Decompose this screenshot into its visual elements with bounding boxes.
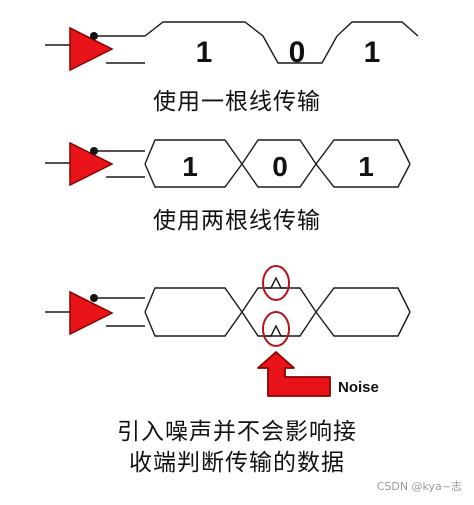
- panel-noise: Noise: [45, 265, 411, 397]
- panel-single-wire: 1 0 1: [45, 21, 419, 72]
- noise-spike: [266, 324, 286, 337]
- bit-label: 1: [358, 151, 374, 182]
- differential-waveform-upper: [144, 139, 411, 188]
- noise-highlight-circle: [262, 311, 290, 347]
- caption-noise-line-1: 引入噪声并不会影响接: [117, 419, 357, 445]
- noise-highlight-circle: [262, 265, 290, 301]
- bit-label: 1: [182, 151, 198, 182]
- bit-label: 0: [272, 151, 288, 182]
- caption-single-wire: 使用一根线传输: [153, 89, 321, 115]
- noise-label: Noise: [338, 379, 379, 396]
- noise-spike: [266, 276, 286, 289]
- differential-waveform-lower: [144, 139, 411, 188]
- noise-arrow-icon: [257, 351, 331, 397]
- bit-label: 1: [364, 36, 381, 69]
- panel-differential: 1 0 1: [45, 139, 411, 188]
- driver-icon: [69, 290, 114, 336]
- single-ended-waveform: [144, 21, 419, 64]
- caption-noise-line-2: 收端判断传输的数据: [129, 450, 345, 476]
- caption-differential: 使用两根线传输: [153, 208, 321, 234]
- differential-waveform-lower: [144, 287, 411, 337]
- differential-waveform-upper: [144, 287, 411, 337]
- bit-label: 1: [196, 36, 213, 69]
- watermark: CSDN @kya~志: [376, 480, 462, 493]
- bit-label: 0: [289, 36, 306, 69]
